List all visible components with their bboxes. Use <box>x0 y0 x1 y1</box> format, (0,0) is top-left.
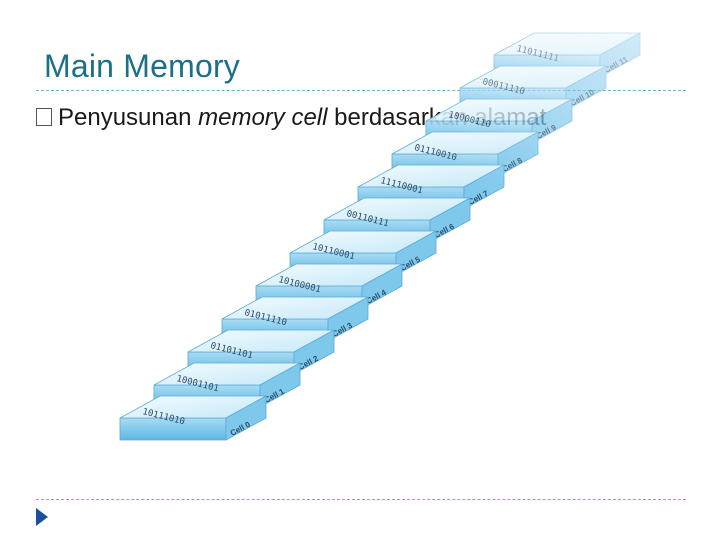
next-slide-arrow-icon[interactable] <box>36 508 48 526</box>
slide-title: Main Memory <box>44 48 241 84</box>
cell-side-face <box>293 329 335 375</box>
cell-side-face <box>497 131 539 177</box>
cell-side-face <box>395 230 437 276</box>
cell-side-face <box>429 197 471 243</box>
cell-side-face <box>463 164 505 210</box>
cell-side-face <box>259 362 301 408</box>
cell-side-face <box>565 65 607 111</box>
cell-side-face <box>361 263 403 309</box>
bullet-text-prefix: Penyusunan <box>58 104 199 131</box>
bullet-icon <box>36 108 52 126</box>
title-divider <box>36 90 686 91</box>
cell-side-face <box>225 395 267 441</box>
footer-divider <box>36 499 686 500</box>
cell-side-face <box>531 98 573 144</box>
cell-side-face <box>599 32 641 78</box>
bullet-text-italic: memory cell <box>198 104 328 131</box>
cell-side-face <box>327 296 369 342</box>
